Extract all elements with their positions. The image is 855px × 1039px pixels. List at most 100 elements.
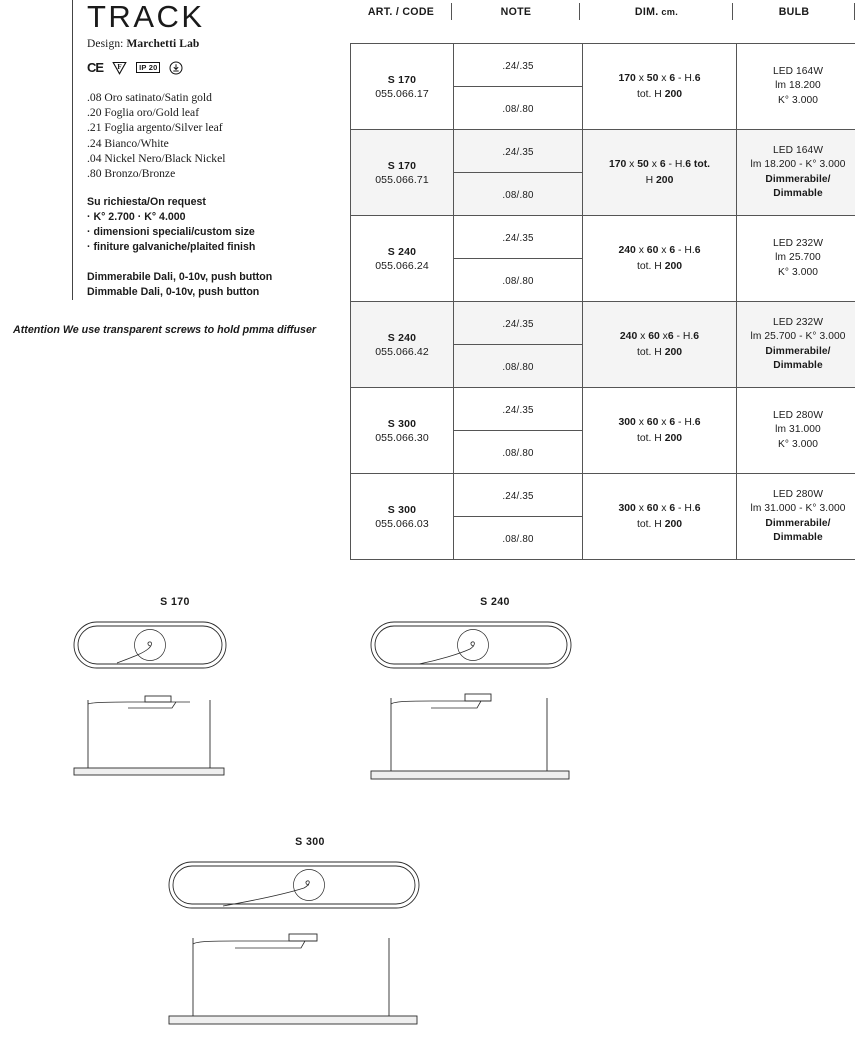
cell-note: .24/.35 xyxy=(453,129,583,173)
finish-item: .21 Foglia argento/Silver leaf xyxy=(87,121,223,135)
note-value: .08/.80 xyxy=(502,104,534,115)
note-value: .08/.80 xyxy=(502,534,534,545)
note-value: .24/.35 xyxy=(502,147,534,158)
page-title: TRACK xyxy=(87,0,205,34)
column-header-dim: DIM. cm. xyxy=(580,3,733,21)
on-request-block: Su richiesta/On request · K° 2.700 · K° … xyxy=(87,195,352,255)
article-code: 055.066.17 xyxy=(375,87,429,100)
column-header-label: NOTE xyxy=(500,6,532,19)
cell-note: .08/.80 xyxy=(453,258,583,302)
header-separator-tick xyxy=(732,3,733,21)
table-row: .08/.80 xyxy=(351,258,855,302)
note-value: .24/.35 xyxy=(502,233,534,244)
cell-note: .24/.35 xyxy=(453,473,583,517)
attention-note: Attention We use transparent screws to h… xyxy=(13,324,317,336)
cell-note: .08/.80 xyxy=(453,430,583,474)
drawing-title: S 300 xyxy=(295,836,325,848)
drawing-s300: S 300 xyxy=(160,836,460,1036)
drawing-s240-svg xyxy=(370,621,572,780)
drawing-s170: S 170 xyxy=(60,596,290,796)
column-header-label: ART. / CODE xyxy=(367,6,435,19)
model-name: S 240 xyxy=(387,331,417,344)
dimming-info-block: Dimmerabile Dali, 0-10v, push button Dim… xyxy=(87,270,352,300)
on-request-heading: Su richiesta/On request xyxy=(87,196,206,209)
designer-credit: Design: Marchetti Lab xyxy=(87,38,352,50)
table-row: .08/.80 xyxy=(351,86,855,130)
on-request-item: · K° 2.700 · K° 4.000 xyxy=(87,211,186,224)
finish-item: .80 Bronzo/Bronze xyxy=(87,167,176,181)
note-value: .08/.80 xyxy=(502,190,534,201)
finish-options-list: .08 Oro satinato/Satin gold .20 Foglia o… xyxy=(87,90,352,182)
finish-item: .08 Oro satinato/Satin gold xyxy=(87,90,212,104)
table-row: .08/.80 xyxy=(351,344,855,388)
certification-icon-row: CE F IP 20 xyxy=(87,60,352,76)
article-code: 055.066.03 xyxy=(375,517,429,530)
drawing-title: S 240 xyxy=(480,596,510,608)
dimension-text: 170 x 50 x 6 - H.6 tot.H 200 xyxy=(608,159,711,186)
f-mark-triangle-icon: F xyxy=(112,61,127,75)
model-name: S 300 xyxy=(387,503,417,516)
header-separator-tick xyxy=(579,3,580,21)
designer-name: Marchetti Lab xyxy=(126,37,200,50)
article-code: 055.066.71 xyxy=(375,173,429,186)
product-info-block: TRACK Design: Marchetti Lab CE F IP 20 .… xyxy=(72,0,352,300)
column-header-label: DIM. xyxy=(634,6,659,19)
drawing-s240: S 240 xyxy=(355,596,635,796)
cell-note: .24/.35 xyxy=(453,301,583,345)
column-header-label: BULB xyxy=(778,6,810,19)
model-name: S 170 xyxy=(387,159,417,172)
cell-note: .08/.80 xyxy=(453,86,583,130)
ce-mark-icon: CE xyxy=(87,60,104,76)
on-request-item: · finiture galvaniche/plaited finish xyxy=(87,241,256,254)
note-value: .24/.35 xyxy=(502,491,534,502)
table-row: .08/.80 xyxy=(351,172,855,216)
cell-note: .08/.80 xyxy=(453,172,583,216)
drawing-s170-svg xyxy=(73,621,227,776)
cell-note: .24/.35 xyxy=(453,387,583,431)
design-label: Design: xyxy=(87,37,124,50)
cell-note: .08/.80 xyxy=(453,344,583,388)
model-name: S 240 xyxy=(387,245,417,258)
drawing-s300-svg xyxy=(168,861,420,1025)
dimming-line-it: Dimmerabile Dali, 0-10v, push button xyxy=(87,270,273,283)
column-header-bulb: BULB xyxy=(733,3,855,21)
drawing-title: S 170 xyxy=(160,596,190,608)
article-code: 055.066.30 xyxy=(375,431,429,444)
column-header-art-code: ART. / CODE xyxy=(350,3,452,21)
table-header-row: ART. / CODE NOTE DIM. cm. BULB xyxy=(350,0,855,25)
model-name: S 170 xyxy=(387,73,417,86)
class-one-earth-icon xyxy=(169,61,183,75)
dimming-line-en: Dimmable Dali, 0-10v, push button xyxy=(87,285,260,298)
column-header-note: NOTE xyxy=(452,3,580,21)
model-name: S 300 xyxy=(387,417,417,430)
article-code: 055.066.42 xyxy=(375,345,429,358)
cell-note: .24/.35 xyxy=(453,43,583,87)
table-row: .08/.80 xyxy=(351,516,855,560)
